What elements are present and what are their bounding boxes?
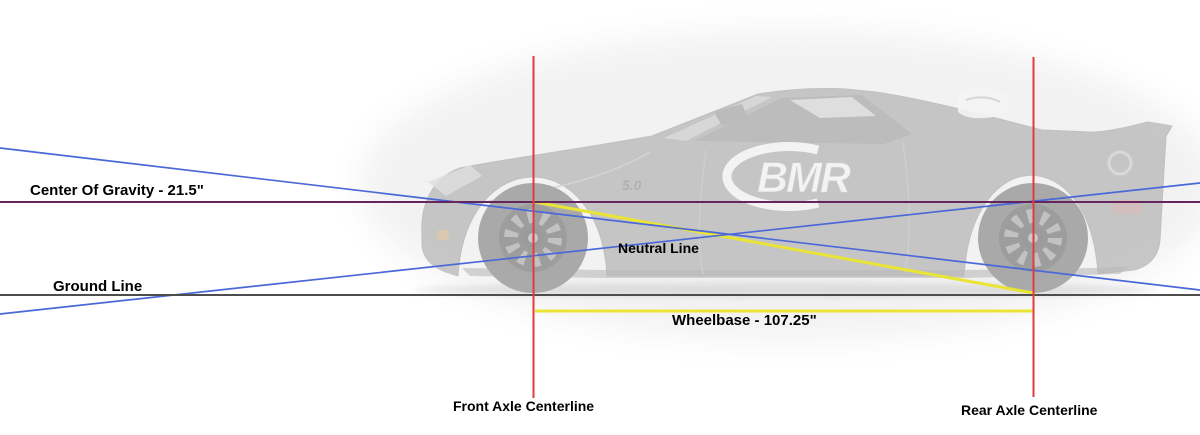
car-shadow: [413, 283, 1157, 297]
car-mirror: [714, 104, 748, 126]
car-gas-cap: [1107, 150, 1133, 176]
blue-line-descending: [0, 147, 1200, 291]
car-tail-light: [1112, 200, 1142, 214]
front-axle-centerline-label: Front Axle Centerline: [453, 398, 595, 414]
center-of-gravity-label: Center Of Gravity - 21.5": [30, 182, 204, 199]
car-side-marker: [437, 230, 449, 240]
car-headlight: [428, 165, 482, 196]
bmr-logo-text: BMR: [757, 154, 851, 202]
car-window-reflection: [790, 97, 876, 118]
car-side-window: [694, 95, 912, 144]
car-rocker-shade: [462, 266, 1130, 278]
neutral-line-label: Neutral Line: [618, 240, 699, 256]
five-point-o-badge: 5.0: [622, 177, 642, 193]
anti-squat-yellow-line: [534, 200, 1034, 295]
blue-line-ascending-neutral: [0, 182, 1200, 315]
car-door-seam-rear: [902, 141, 910, 273]
car-door-seam-front: [698, 149, 707, 275]
car-window-sticker: [958, 88, 1011, 119]
wheelbase-label: Wheelbase - 107.25": [672, 312, 817, 329]
car-body: [421, 88, 1173, 277]
rear-axle-centerline-label: Rear Axle Centerline: [961, 402, 1098, 418]
ground-line-label: Ground Line: [53, 278, 143, 295]
bmr-logo: BMR: [722, 142, 853, 211]
